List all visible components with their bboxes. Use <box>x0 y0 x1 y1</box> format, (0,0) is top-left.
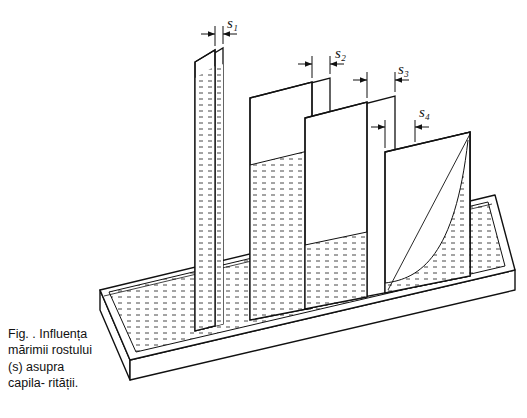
gap-label: s₂ <box>335 46 346 61</box>
gap-dimensions <box>201 26 429 148</box>
wedge-plates <box>385 132 470 293</box>
plate-pair-3 <box>305 96 395 309</box>
gap-label: s₁ <box>227 16 238 31</box>
gap-label: s₃ <box>398 62 409 77</box>
figure-caption: Fig. . Influența mărimii rostului (s) as… <box>8 326 100 391</box>
gap-label: s₄ <box>419 105 430 120</box>
plate-pair-1 <box>195 48 223 331</box>
